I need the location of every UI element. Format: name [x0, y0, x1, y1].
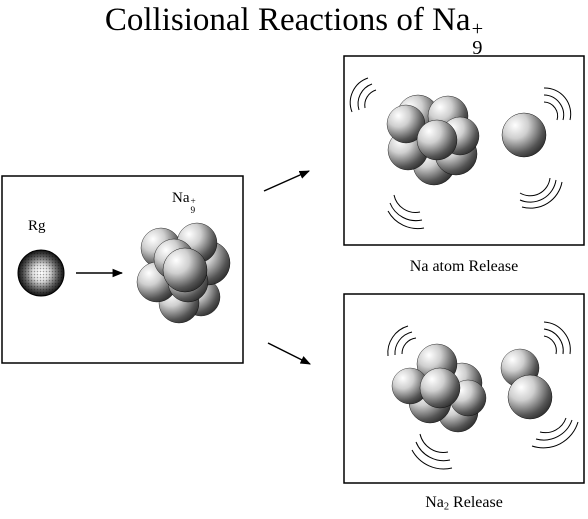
title-na9-indices: +9 — [471, 18, 484, 59]
top-right-panel — [343, 55, 585, 246]
caption-na2-rest: Release — [449, 494, 503, 511]
rg-label: Rg — [28, 218, 46, 234]
released-na2-dimer — [501, 349, 552, 419]
caption-na2-sub: 2 — [443, 501, 450, 513]
caption-na2-release: Na2 Release — [344, 494, 584, 513]
na8-cluster — [387, 95, 479, 185]
title-charge: + — [471, 18, 484, 41]
na9-indices: +9 — [190, 197, 196, 216]
arrow-to-dimer-release — [267, 342, 311, 365]
na9-cluster — [137, 223, 230, 323]
title-count: 9 — [472, 36, 483, 59]
na9-cluster-label: Na+9 — [172, 190, 196, 216]
vibration-arcs — [349, 77, 579, 470]
na9-charge: + — [190, 197, 196, 208]
caption-na2-base: Na — [425, 494, 444, 511]
title-text: Collisional Reactions of Na — [104, 2, 471, 38]
arrow-to-atom-release — [263, 170, 310, 192]
na9-count: 9 — [190, 205, 196, 216]
diagram-title: Collisional Reactions of Na+9 — [0, 2, 588, 59]
na9-base: Na — [172, 190, 190, 206]
bottom-right-panel — [343, 293, 585, 484]
released-na-atom — [502, 113, 546, 157]
left-panel — [1, 175, 244, 364]
rg-atom — [17, 249, 65, 297]
na7-cluster — [392, 344, 486, 432]
caption-na-atom-release: Na atom Release — [409, 258, 519, 275]
